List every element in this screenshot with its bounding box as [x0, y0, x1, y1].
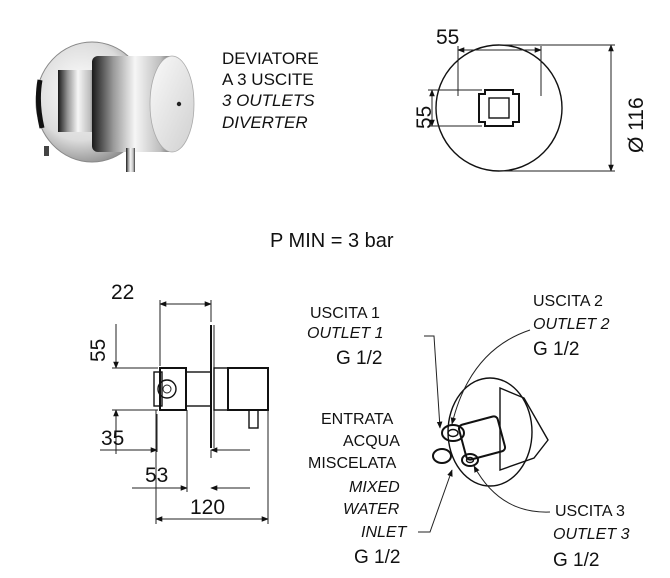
iso-view — [432, 377, 549, 487]
outlet-2-label: USCITA 2 OUTLET 2 G 1/2 — [533, 293, 610, 360]
svg-text:MISCELATA: MISCELATA — [308, 455, 397, 472]
outlet-3-label: USCITA 3 OUTLET 3 G 1/2 — [553, 503, 630, 571]
label-line-4: DIVERTER — [222, 113, 308, 132]
svg-text:OUTLET 2: OUTLET 2 — [533, 316, 610, 333]
svg-text:ACQUA: ACQUA — [343, 433, 400, 450]
svg-text:OUTLET 3: OUTLET 3 — [553, 526, 630, 543]
label-line-3: 3 OUTLETS — [222, 91, 315, 110]
svg-text:MIXED: MIXED — [349, 479, 400, 496]
svg-text:G 1/2: G 1/2 — [354, 547, 400, 568]
side-view: 22 55 35 53 120 — [87, 281, 269, 524]
outlet-1-label: USCITA 1 OUTLET 1 G 1/2 — [307, 305, 383, 369]
svg-text:USCITA 1: USCITA 1 — [310, 305, 380, 322]
svg-text:INLET: INLET — [361, 524, 408, 541]
front-diameter-dim: Ø 116 — [625, 97, 648, 153]
front-height-dim: 55 — [413, 106, 436, 129]
side-dim-55: 55 — [87, 339, 110, 362]
leader-inlet — [418, 469, 453, 533]
product-photo — [35, 41, 195, 172]
front-width-dim: 55 — [436, 26, 459, 49]
svg-text:ENTRATA: ENTRATA — [321, 411, 394, 428]
side-dim-53: 53 — [145, 464, 168, 487]
side-dim-22: 22 — [111, 281, 134, 304]
svg-text:USCITA 3: USCITA 3 — [555, 503, 625, 520]
pressure-note: P MIN = 3 bar — [270, 230, 394, 252]
side-dim-120: 120 — [190, 496, 225, 519]
side-dim-35: 35 — [101, 427, 124, 450]
leader-outlet-3 — [473, 465, 551, 513]
label-line-1: DEVIATORE — [222, 49, 319, 68]
svg-text:G 1/2: G 1/2 — [533, 339, 579, 360]
inlet-label: ENTRATA ACQUA MISCELATA MIXED WATER INLE… — [308, 411, 408, 568]
svg-text:G 1/2: G 1/2 — [336, 348, 382, 369]
svg-text:USCITA 2: USCITA 2 — [533, 293, 603, 310]
svg-text:G 1/2: G 1/2 — [553, 550, 599, 571]
leader-outlet-2 — [450, 329, 531, 425]
label-line-2: A 3 USCITE — [222, 70, 314, 89]
svg-text:WATER: WATER — [343, 501, 400, 518]
leader-outlet-1 — [424, 335, 443, 429]
front-view: 55 55 Ø 116 — [413, 26, 648, 172]
product-label: DEVIATORE A 3 USCITE 3 OUTLETS DIVERTER — [222, 49, 319, 132]
svg-text:OUTLET 1: OUTLET 1 — [307, 325, 383, 342]
